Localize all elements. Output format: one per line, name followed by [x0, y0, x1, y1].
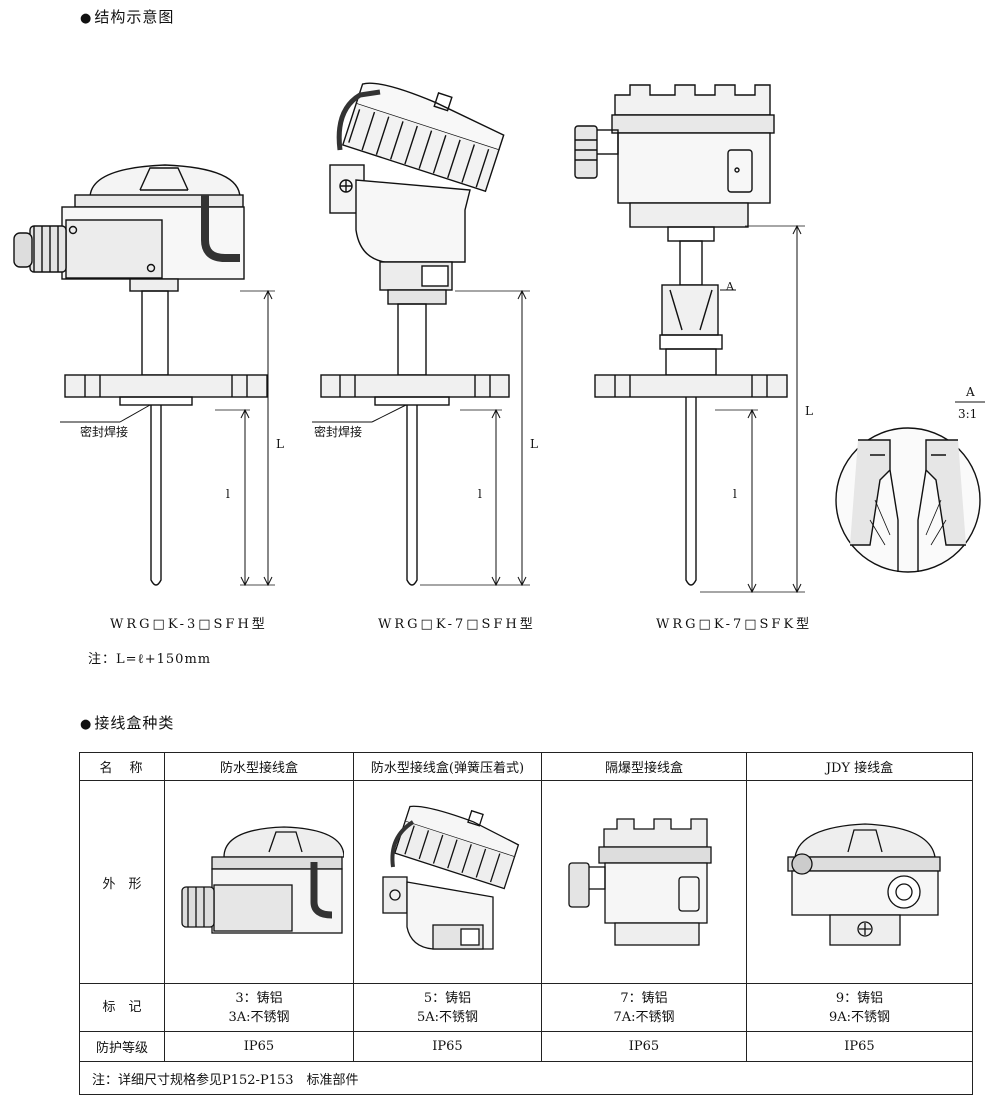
table-row-ip: 防护等级 IP65 IP65 IP65 IP65 — [79, 1031, 973, 1062]
detail-marker-a: A — [725, 280, 735, 293]
jdy-box-icon — [786, 823, 941, 946]
drawing-explosion-sfk — [574, 84, 805, 594]
row-label-ip: 防护等级 — [79, 1031, 165, 1062]
table-row-shape: 外 形 — [79, 780, 973, 984]
ip-cell-1: IP65 — [164, 1031, 354, 1062]
row-label-shape: 外 形 — [79, 780, 165, 984]
header-jdy: JDY 接线盒 — [746, 752, 973, 781]
dim-L-1: L — [276, 437, 284, 451]
model-label-3: WRG□K-7□SFK型 — [656, 617, 813, 632]
structure-section-title: ●结构示意图 — [80, 8, 175, 26]
spring-box-icon — [381, 805, 519, 950]
thumb-explosion — [541, 780, 747, 984]
header-explosion: 隔爆型接线盒 — [541, 752, 747, 781]
detail-title-a: A — [965, 385, 975, 399]
detail-scale: 3:1 — [958, 407, 977, 421]
ip-cell-4: IP65 — [746, 1031, 973, 1062]
thumb-waterproof — [164, 780, 354, 984]
ip-cell-3: IP65 — [541, 1031, 747, 1062]
thumb-spring — [353, 780, 542, 984]
structure-drawings: 密封焊接 密封焊接 L l L l L l A A 3:1 — [13, 82, 985, 594]
junction-box-table: 名 称 防水型接线盒 防水型接线盒(弹簧压着式) 隔爆型接线盒 JDY 接线盒 … — [79, 752, 973, 1095]
model-label-2: WRG□K-7□SFH型 — [378, 617, 536, 632]
dim-l-1: l — [226, 487, 230, 501]
dim-L-2: L — [530, 437, 538, 451]
length-note: 注：L=ℓ+150mm — [88, 652, 212, 667]
thumb-jdy — [746, 780, 973, 984]
detail-a-view — [835, 401, 985, 573]
seal-label-1: 密封焊接 — [80, 424, 128, 439]
boxes-section-title: ●接线盒种类 — [80, 714, 175, 732]
waterproof-box-icon — [181, 826, 344, 934]
dim-l-2: l — [478, 487, 482, 501]
drawing-waterproof-sfh — [13, 164, 275, 587]
header-name: 名 称 — [79, 752, 165, 781]
row-label-mark: 标 记 — [79, 983, 165, 1032]
header-spring: 防水型接线盒(弹簧压着式) — [353, 752, 542, 781]
table-row-note: 注：详细尺寸规格参见P152-P153 标准部件 — [79, 1061, 973, 1095]
table-note: 注：详细尺寸规格参见P152-P153 标准部件 — [79, 1061, 973, 1095]
model-label-1: WRG□K-3□SFH型 — [110, 617, 268, 632]
seal-label-2: 密封焊接 — [314, 424, 362, 439]
dim-L-3: L — [805, 404, 813, 418]
dim-l-3: l — [733, 487, 737, 501]
ip-cell-2: IP65 — [353, 1031, 542, 1062]
header-waterproof: 防水型接线盒 — [164, 752, 354, 781]
drawing-spring-sfh — [312, 82, 530, 587]
table-header-row: 名 称 防水型接线盒 防水型接线盒(弹簧压着式) 隔爆型接线盒 JDY 接线盒 — [79, 752, 973, 781]
explosion-box-icon — [568, 818, 712, 946]
bullet-icon: ● — [80, 11, 93, 26]
bullet-icon: ● — [80, 717, 93, 732]
